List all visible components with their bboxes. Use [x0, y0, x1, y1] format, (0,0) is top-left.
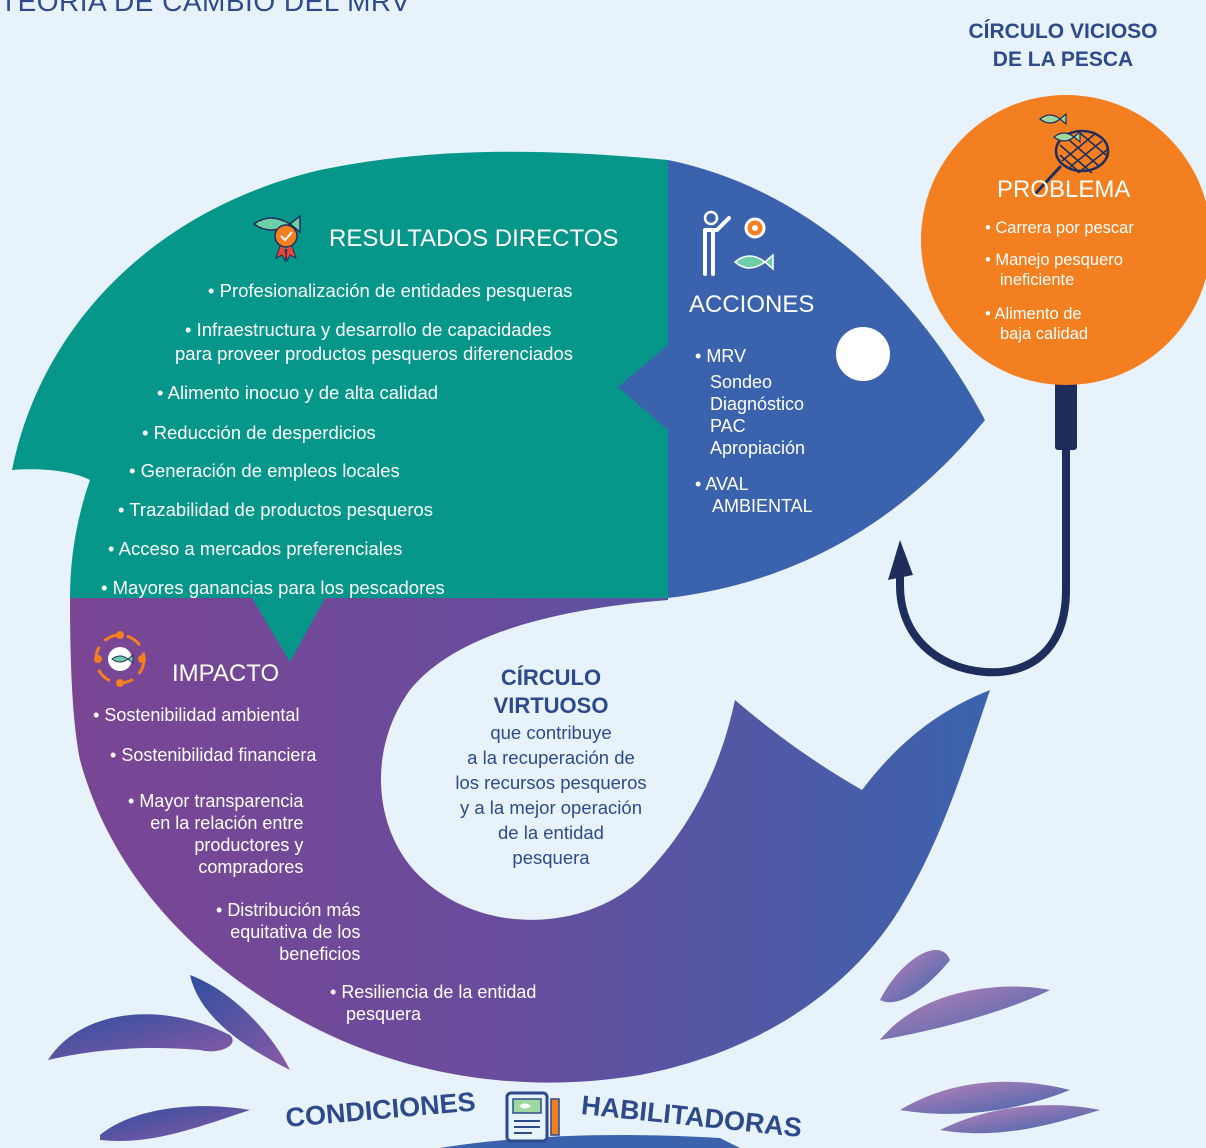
fish-award-icon	[252, 214, 301, 263]
impact-item-text: Mayor transparencia	[139, 791, 304, 811]
actions-item-text: AMBIENTAL	[712, 496, 813, 516]
impact-item-text: productores y	[194, 835, 304, 855]
impact-item: • Sostenibilidad financiera	[110, 745, 317, 765]
direct-result-item: • Alimento inocuo y de alta calidad	[157, 382, 439, 403]
vicious-circle-line1: CÍRCULO VICIOSO	[968, 20, 1158, 43]
problem-item-text: Carrera por pescar	[995, 219, 1134, 237]
direct-result-text: Trazabilidad de productos pesqueros	[129, 499, 434, 520]
person-gear-fish-icon	[703, 210, 774, 276]
virtuous-circle-body: que contribuye	[490, 722, 612, 743]
actions-subitem: Apropiación	[710, 438, 806, 458]
impact-item-text: Resiliencia de la entidad	[341, 982, 537, 1002]
virtuous-circle-body: pesquera	[512, 847, 590, 868]
direct-result-text: Alimento inocuo y de alta calidad	[167, 382, 439, 403]
problem-circle	[921, 95, 1206, 385]
impact-item-text: pesquera	[346, 1004, 422, 1024]
impact-item: • Mayor transparencia en la relación ent…	[128, 791, 304, 877]
fishing-hook-icon	[888, 370, 1077, 677]
vicious-circle-line2: DE LA PESCA	[992, 48, 1134, 71]
direct-result-text: Reducción de desperdicios	[153, 422, 376, 443]
virtuous-circle-body: los recursos pesqueros	[455, 772, 647, 793]
virtuous-circle-text: CÍRCULO VIRTUOSO que contribuye a la rec…	[420, 664, 682, 870]
direct-result-text: Profesionalización de entidades pesquera…	[219, 280, 573, 301]
vicious-circle-heading: CÍRCULO VICIOSO DE LA PESCA	[930, 18, 1196, 74]
actions-subitem: Diagnóstico	[710, 394, 805, 414]
impact-item-text: Distribución más	[227, 900, 361, 920]
problem-item-text: Alimento de	[994, 305, 1082, 323]
problem-item-text: Manejo pesquero	[995, 251, 1123, 269]
fish-body-teal	[12, 151, 668, 662]
fish-head-blue	[618, 160, 985, 598]
document-icon	[505, 1091, 560, 1143]
actions-subitem: PAC	[710, 416, 746, 436]
fishing-net-icon	[1034, 112, 1110, 195]
cycle-fish-icon	[94, 631, 146, 687]
actions-item-text: MRV	[706, 346, 746, 366]
problem-item-text: ineficiente	[1000, 271, 1075, 289]
water-splash-left	[48, 975, 290, 1141]
impact-item: • Distribución más equitativa de los ben…	[216, 900, 361, 964]
direct-result-item: • Trazabilidad de productos pesqueros	[118, 499, 434, 520]
problem-item: • Carrera por pescar	[985, 219, 1134, 237]
impact-item-text: Sostenibilidad financiera	[121, 745, 317, 765]
direct-result-item: • Profesionalización de entidades pesque…	[208, 280, 573, 301]
virtuous-circle-title: VIRTUOSO	[493, 693, 609, 718]
actions-item: • MRV	[695, 346, 746, 366]
water-splash-right	[880, 949, 1100, 1134]
direct-result-text: Infraestructura y desarrollo de capacida…	[196, 319, 552, 340]
problem-item-text: baja calidad	[1000, 325, 1089, 343]
direct-result-text: Mayores ganancias para los pescadores	[112, 577, 445, 598]
impact-item-text: en la relación entre	[150, 813, 304, 833]
fish-eye	[836, 327, 890, 381]
direct-results-heading: RESULTADOS DIRECTOS	[329, 225, 619, 252]
virtuous-circle-body: de la entidad	[498, 822, 604, 843]
direct-result-item: • Generación de empleos locales	[129, 460, 400, 481]
impact-item-text: compradores	[198, 857, 304, 877]
problem-heading: PROBLEMA	[997, 176, 1131, 203]
actions-subitem: Sondeo	[710, 372, 773, 392]
direct-result-item-continuation: para proveer productos pesqueros diferen…	[175, 343, 573, 364]
actions-heading: ACCIONES	[689, 291, 815, 318]
direct-result-item: • Reducción de desperdicios	[142, 422, 376, 443]
actions-subitems: Sondeo Diagnóstico PAC Apropiación	[710, 371, 805, 459]
direct-result-text: Acceso a mercados preferenciales	[118, 538, 403, 559]
fish-body-lower	[70, 598, 990, 1083]
impact-item-text: equitativa de los	[230, 922, 361, 942]
bottom-rim	[440, 1135, 740, 1148]
impact-item: • Resiliencia de la entidad pesquera	[330, 982, 537, 1024]
impact-item: • Sostenibilidad ambiental	[93, 705, 300, 725]
impact-item-text: Sostenibilidad ambiental	[104, 705, 300, 725]
virtuous-circle-body: y a la mejor operación	[459, 797, 642, 818]
actions-item-text: AVAL	[705, 474, 749, 494]
direct-result-item: • Infraestructura y desarrollo de capaci…	[185, 319, 552, 340]
direct-result-text: Generación de empleos locales	[140, 460, 400, 481]
virtuous-circle-title: CÍRCULO	[500, 665, 602, 690]
direct-result-item: • Acceso a mercados preferenciales	[108, 538, 403, 559]
page-title: TEORÍA DE CAMBIO DEL MRV	[0, 0, 411, 17]
impact-heading: IMPACTO	[172, 660, 280, 687]
impact-item-text: beneficios	[279, 944, 361, 964]
direct-result-item: • Mayores ganancias para los pescadores	[101, 577, 445, 598]
virtuous-circle-body: a la recuperación de	[467, 747, 635, 768]
